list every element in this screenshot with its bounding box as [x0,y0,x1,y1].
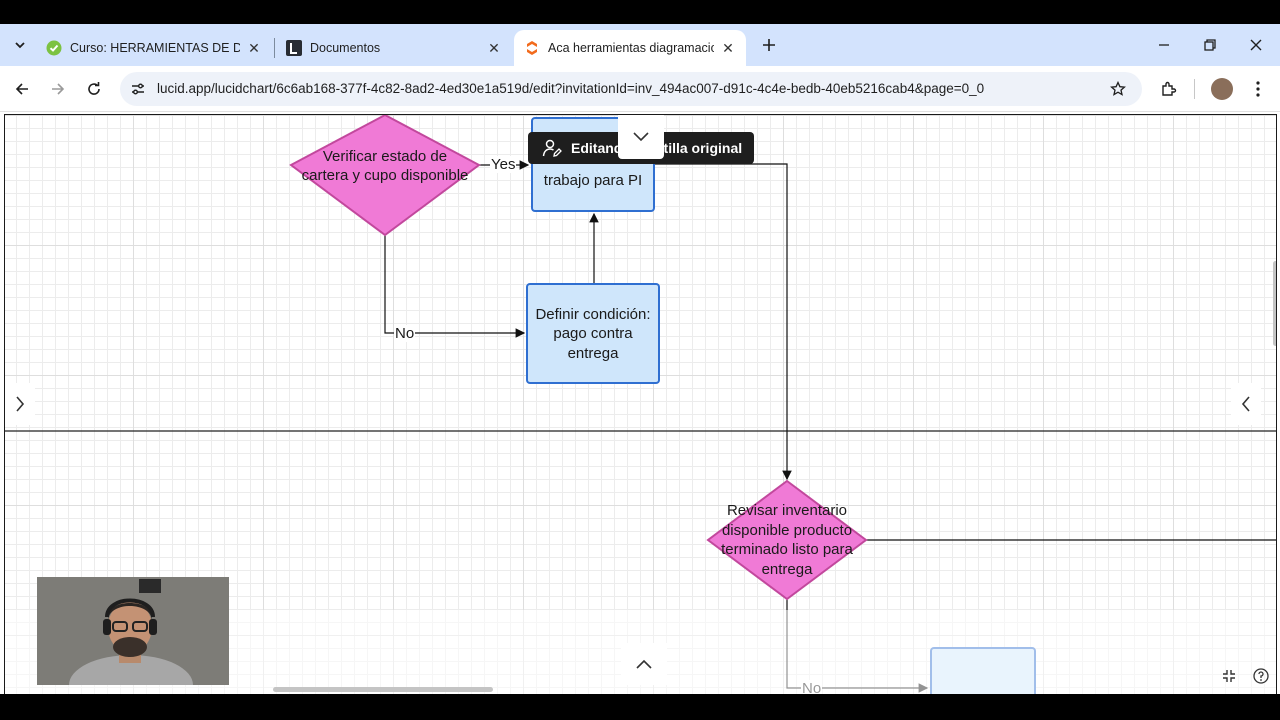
webcam-video [37,577,229,685]
tab-strip: Curso: HERRAMIENTAS DE DIAGRAMACION ✕ Do… [0,24,1280,66]
tab-title: Documentos [310,41,381,55]
close-icon [1250,39,1262,51]
right-panel-toggle[interactable] [1231,383,1261,425]
lucidchart-icon [524,40,540,56]
chevron-down-icon [633,132,649,142]
tab-title: Aca herramientas diagramacion [548,41,714,55]
chevron-left-icon [1241,396,1250,412]
extensions-button[interactable] [1155,75,1183,103]
lucid-docs-icon [286,40,302,56]
collapse-toolbar-button[interactable] [618,115,664,159]
decision-2-text: Revisar inventario disponible producto t… [721,502,853,578]
vertical-scrollbar[interactable] [1273,261,1276,346]
site-settings-icon[interactable] [128,79,148,99]
browser-toolbar: lucid.app/lucidchart/6c6ab168-377f-4c82-… [0,66,1280,112]
connector-to-decision-2 [655,163,792,481]
bookmark-star-icon[interactable] [1108,79,1128,99]
process-top-text: trabajo para PI [543,172,643,190]
more-vert-icon [1256,81,1260,97]
chevron-down-icon [15,42,25,49]
restore-icon [1204,39,1216,51]
back-button[interactable] [8,75,36,103]
decision-1-text: Verificar estado de cartera y cupo dispo… [301,147,469,185]
arrow-right-icon [52,83,65,95]
tab-course[interactable]: Curso: HERRAMIENTAS DE DIAGRAMACION ✕ [36,30,272,66]
close-icon[interactable]: ✕ [722,39,734,56]
tab-title: Curso: HERRAMIENTAS DE DIAGRAMACION [70,41,240,55]
edge-label-yes: Yes [490,156,517,173]
course-check-icon [46,40,62,56]
left-panel-toggle[interactable] [5,383,35,425]
new-tab-button[interactable] [758,34,780,56]
minimize-icon [1159,44,1169,46]
browser-window: Curso: HERRAMIENTAS DE DIAGRAMACION ✕ Do… [0,24,1280,694]
close-icon[interactable]: ✕ [248,39,260,56]
address-bar[interactable]: lucid.app/lucidchart/6c6ab168-377f-4c82-… [120,72,1142,106]
help-icon[interactable] [1250,665,1272,687]
arrow-left-icon [15,83,28,95]
restore-button[interactable] [1197,32,1223,58]
tab-search-button[interactable] [8,33,32,57]
close-window-button[interactable] [1243,32,1269,58]
tab-lucidchart[interactable]: Aca herramientas diagramacion ✕ [514,30,746,66]
chevron-up-icon [636,659,652,669]
url-text: lucid.app/lucidchart/6c6ab168-377f-4c82-… [157,81,985,96]
connector-no-1 [384,234,526,338]
tab-documents[interactable]: Documentos ✕ [276,30,512,66]
user-edit-icon [541,137,563,159]
decision-shape-2 [706,479,868,601]
process-define-text: Definir condición: pago contra entrega [535,305,651,362]
reload-icon [88,82,100,95]
plus-icon [763,39,775,51]
minimize-button[interactable] [1151,32,1177,58]
forward-button[interactable] [44,75,72,103]
bottom-tray-toggle[interactable] [621,643,667,685]
fit-to-screen-icon[interactable] [1218,665,1240,687]
tab-separator [274,38,275,58]
diagram-canvas[interactable]: Verificar estado de cartera y cupo dispo… [4,114,1277,694]
horizontal-scrollbar[interactable] [273,687,493,692]
reload-button[interactable] [80,75,108,103]
profile-avatar[interactable] [1211,78,1233,100]
toolbar-divider [1194,79,1195,99]
decision-shape-1 [289,115,481,237]
chevron-right-icon [16,396,25,412]
edge-label-no-1: No [394,325,416,342]
process-shape-define [526,283,660,384]
menu-button[interactable] [1244,75,1272,103]
presenter-image [37,577,229,685]
puzzle-icon [1162,81,1177,96]
close-icon[interactable]: ✕ [488,39,500,56]
